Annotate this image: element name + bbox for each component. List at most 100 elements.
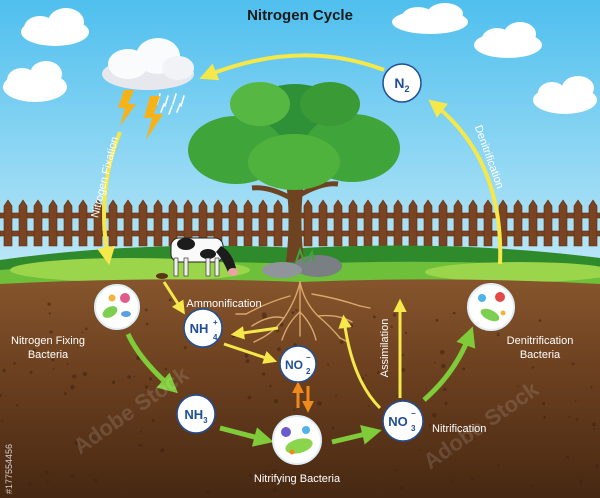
soil-pebble bbox=[27, 481, 33, 487]
svg-text:3: 3 bbox=[411, 424, 416, 433]
fence-picket bbox=[48, 199, 58, 247]
soil-pebble bbox=[497, 332, 500, 334]
soil-pebble bbox=[46, 480, 49, 483]
soil-pebble bbox=[335, 394, 338, 397]
label-ammonification: Ammonification bbox=[186, 298, 261, 310]
soil-pebble bbox=[472, 437, 476, 440]
soil-pebble bbox=[70, 384, 75, 390]
soil-pebble bbox=[365, 374, 367, 377]
soil-pebble bbox=[448, 451, 452, 455]
soil-pebble bbox=[568, 415, 571, 418]
label-nitrifying-bacteria: Nitrifying Bacteria bbox=[254, 473, 341, 485]
soil-pebble bbox=[575, 418, 579, 421]
arrow-nh3-to-nitrifying bbox=[219, 425, 274, 447]
soil-pebbles bbox=[0, 298, 599, 494]
fence-picket bbox=[378, 199, 388, 247]
fence-picket bbox=[63, 199, 73, 247]
soil-pebble bbox=[341, 478, 343, 480]
soil-pebble bbox=[29, 370, 33, 374]
soil-pebble bbox=[566, 455, 570, 459]
soil-pebble bbox=[111, 380, 116, 384]
label-denitrification-bacteria-2: Bacteria bbox=[520, 349, 561, 361]
soil-pebble bbox=[571, 362, 575, 366]
soil-pebble bbox=[272, 487, 278, 492]
soil-pebble bbox=[395, 469, 398, 472]
soil-pebble bbox=[72, 374, 77, 379]
svg-text:NH3: NH3 bbox=[184, 407, 208, 425]
fence-picket bbox=[138, 199, 148, 247]
soil-pebble bbox=[148, 377, 152, 381]
soil-pebble bbox=[441, 363, 446, 369]
arrow-nitrifying-to-no3 bbox=[331, 425, 382, 445]
soil-pebble bbox=[90, 436, 95, 441]
soil-pebble bbox=[247, 395, 252, 400]
soil-pebble bbox=[349, 323, 354, 328]
soil-pebble bbox=[297, 475, 302, 480]
soil-pebble bbox=[269, 384, 272, 388]
soil-pebble bbox=[50, 340, 53, 343]
fence-picket bbox=[243, 199, 253, 247]
tree bbox=[188, 82, 400, 262]
nitrifying-bacteria-icon bbox=[272, 415, 322, 465]
soil-pebble bbox=[593, 428, 596, 431]
arrow-n2-to-cloud bbox=[199, 53, 385, 81]
soil-pebble bbox=[432, 413, 437, 418]
label-nitrification: Nitrification bbox=[432, 423, 486, 435]
fence-picket bbox=[468, 199, 478, 247]
cow-dung bbox=[156, 273, 168, 279]
soil-pebble bbox=[74, 440, 79, 445]
soil-pebble bbox=[244, 353, 249, 358]
soil-pebble bbox=[273, 399, 279, 404]
label-nitrogen-fixing-bacteria-1: Nitrogen Fixing bbox=[11, 335, 85, 347]
node-no2: NO − 2 bbox=[279, 345, 317, 383]
soil-pebble bbox=[538, 319, 542, 322]
arrow-no3-to-roots bbox=[338, 314, 382, 410]
denitrification-bacteria-icon bbox=[467, 283, 515, 331]
soil-pebble bbox=[276, 329, 280, 333]
svg-text:+: + bbox=[213, 318, 218, 327]
svg-text:−: − bbox=[306, 353, 311, 362]
soil-pebble bbox=[82, 371, 88, 377]
fence-picket bbox=[108, 199, 118, 247]
soil-pebble bbox=[434, 361, 436, 364]
cow bbox=[170, 237, 238, 277]
fence-picket bbox=[333, 199, 343, 247]
soil-pebble bbox=[13, 362, 16, 365]
diagram-title: Nitrogen Cycle bbox=[247, 7, 353, 24]
soil-pebble bbox=[531, 366, 535, 369]
soil-pebble bbox=[261, 312, 267, 318]
soil-pebble bbox=[466, 434, 470, 437]
soil-pebble bbox=[395, 395, 398, 398]
soil-pebble bbox=[429, 424, 432, 427]
soil-pebble bbox=[401, 368, 406, 372]
soil-pebble bbox=[168, 298, 172, 302]
soil-pebble bbox=[51, 358, 55, 362]
arrow-no3-to-denitrification bbox=[422, 326, 476, 402]
soil-pebble bbox=[52, 368, 55, 370]
soil-pebble bbox=[405, 331, 408, 335]
storm-cloud bbox=[102, 38, 194, 90]
cloud-top-right bbox=[392, 3, 468, 34]
fence-picket bbox=[3, 199, 13, 247]
soil-pebble bbox=[139, 430, 143, 433]
arrow-ammonification bbox=[162, 281, 185, 315]
soil-pebble bbox=[8, 452, 12, 456]
node-no3: NO − 3 bbox=[382, 400, 424, 442]
soil-pebble bbox=[32, 348, 36, 352]
lightning-icon bbox=[118, 90, 163, 140]
fence-picket bbox=[33, 199, 43, 247]
fence-picket bbox=[78, 199, 88, 247]
soil-pebble bbox=[293, 408, 296, 411]
svg-text:NH: NH bbox=[190, 321, 209, 336]
fence-picket bbox=[558, 199, 568, 247]
soil-pebble bbox=[206, 489, 211, 494]
soil-pebble bbox=[496, 333, 500, 337]
soil-pebble bbox=[93, 478, 98, 483]
arrow-nh4-to-no2 bbox=[223, 342, 278, 364]
nitrogen-fixing-bacteria-icon bbox=[94, 284, 140, 330]
soil-pebble bbox=[160, 448, 165, 453]
soil-pebble bbox=[70, 474, 75, 479]
soil-pebble bbox=[530, 484, 534, 488]
